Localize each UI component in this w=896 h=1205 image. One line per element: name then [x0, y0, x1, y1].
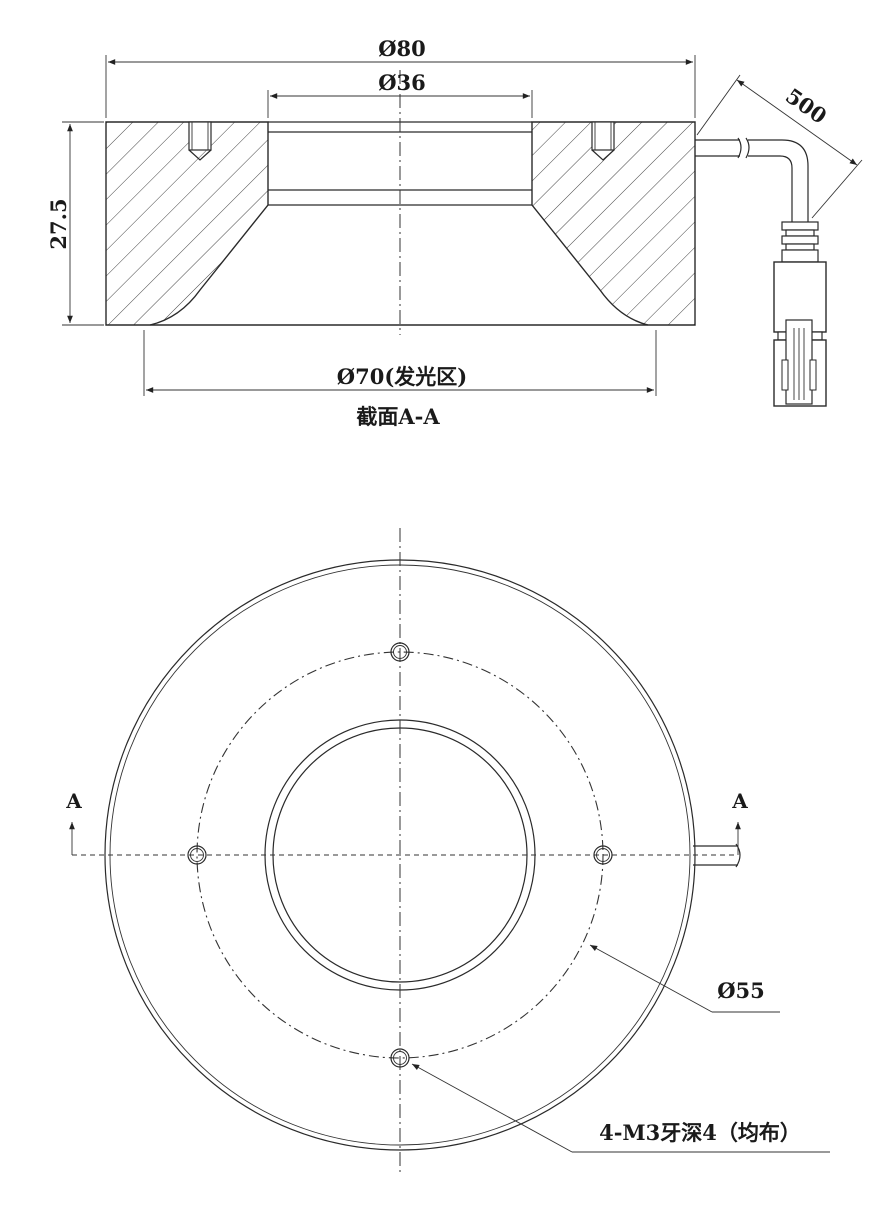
dim-hole-circle: Ø55	[717, 978, 765, 1003]
section-hole-right	[591, 121, 615, 151]
section-left-solid	[105, 121, 269, 326]
hole-left	[187, 845, 207, 865]
section-hole-left	[188, 121, 212, 151]
hole-note: 4-M3牙深4（均布）	[599, 1120, 801, 1145]
section-mark-left: A	[65, 789, 82, 813]
hole-top	[390, 642, 410, 662]
plan-view: A A Ø55 4-M3牙深4（均布）	[65, 528, 830, 1175]
dim-height: 27.5	[46, 198, 71, 249]
section-view: Ø80 Ø36 27.5 Ø70(发光区) 截面A-A	[46, 36, 863, 429]
hole-bottom	[390, 1048, 410, 1068]
dim-cable-length: 500	[781, 83, 831, 129]
cable	[695, 137, 827, 407]
section-title: 截面A-A	[356, 404, 440, 429]
hole-right	[593, 845, 613, 865]
dim-inner-diameter: Ø36	[378, 70, 426, 95]
cable-stub	[693, 843, 741, 868]
dim-outer-diameter: Ø80	[378, 36, 426, 61]
dim-emitting-area: Ø70(发光区)	[337, 364, 467, 389]
section-mark-right: A	[731, 789, 748, 813]
section-right-solid	[531, 121, 696, 326]
